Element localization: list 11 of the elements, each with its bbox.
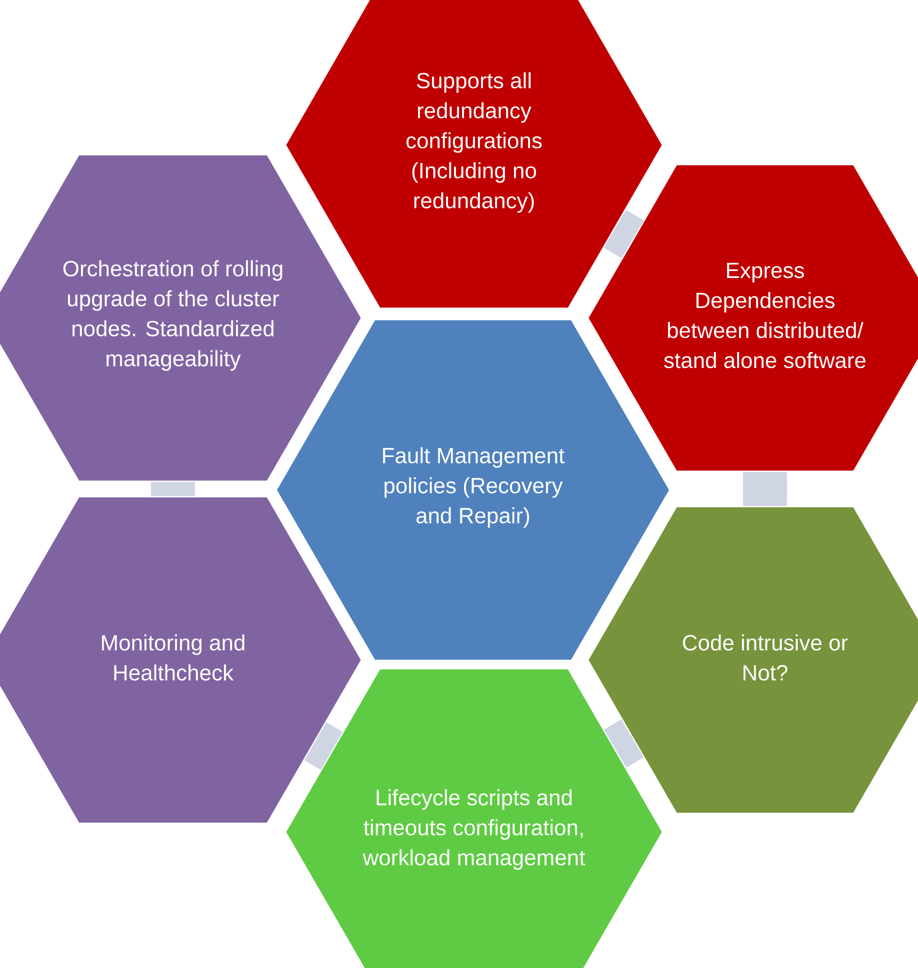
hexagon: Supports all redundancy configurations (Including no redundancy) xyxy=(286,0,662,308)
connector xyxy=(151,482,196,496)
connector xyxy=(604,210,644,258)
connector xyxy=(304,722,343,770)
connector xyxy=(743,472,788,506)
hexagon: Code intrusive or Not? xyxy=(588,507,918,813)
hexagon: Orchestration of rolling upgrade of the cluster nodes. Standardized manageability xyxy=(0,155,361,481)
connector xyxy=(604,719,644,768)
hexagon: Express Dependencies between distributed/ stand alone software xyxy=(588,165,918,471)
hexagon: Lifecycle scripts and timeouts configuration, workload management xyxy=(286,669,662,968)
hexagon: Monitoring and Healthcheck xyxy=(0,497,361,823)
